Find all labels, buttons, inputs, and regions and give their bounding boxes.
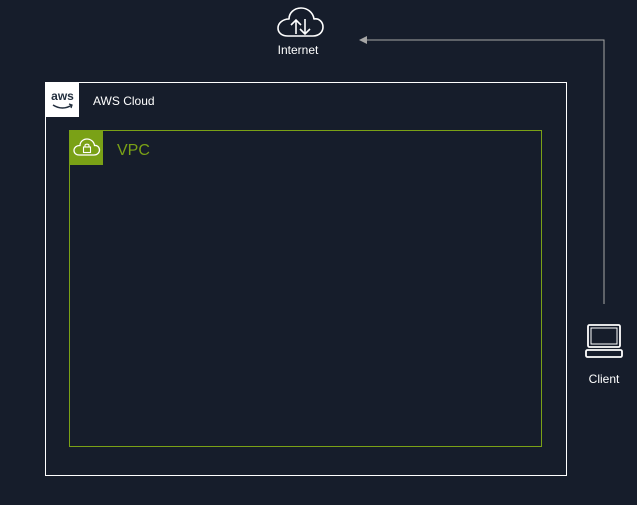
vpc-title: VPC [117, 142, 150, 159]
aws-logo-text: aws [51, 89, 74, 103]
aws-cloud-group[interactable]: aws AWS Cloud [45, 82, 567, 476]
vpc-icon-graphic [73, 138, 101, 156]
aws-cloud-title: AWS Cloud [93, 94, 155, 108]
laptop-icon [585, 324, 623, 358]
vpc-group[interactable]: VPC [69, 130, 542, 447]
vpc-cloud-lock-icon [70, 131, 103, 165]
aws-logo-graphic: aws [51, 89, 74, 109]
connector-arrowhead [359, 36, 367, 44]
internet-label: Internet [277, 43, 319, 57]
aws-logo-icon: aws [46, 83, 79, 117]
connector-line [366, 39, 605, 304]
internet-cloud-icon [277, 7, 324, 37]
internet-node[interactable] [276, 6, 324, 40]
client-label: Client [588, 372, 620, 386]
client-node[interactable] [585, 323, 623, 359]
